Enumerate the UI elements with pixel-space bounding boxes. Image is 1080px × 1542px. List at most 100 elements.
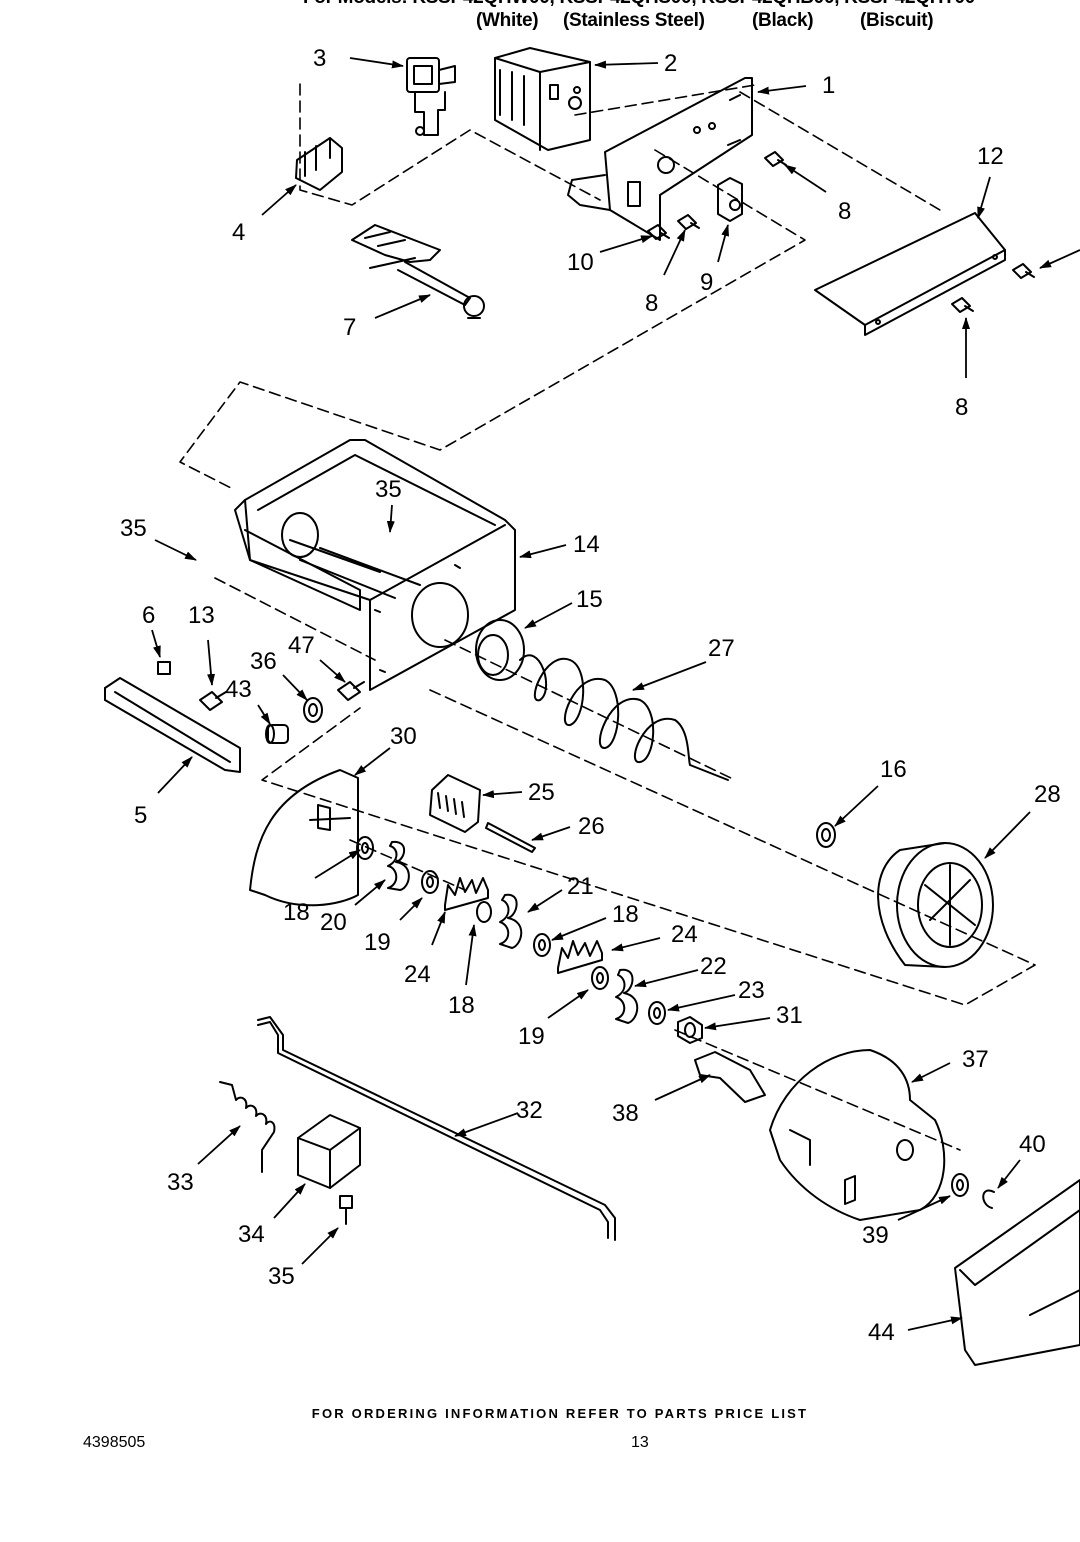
callout-33: 33 [167, 1169, 194, 1196]
cutter-block [429, 774, 481, 833]
callout-3: 3 [313, 45, 326, 72]
callout-18: 18 [612, 901, 639, 928]
valve-bracket [295, 137, 343, 191]
variant-stainless-steel: (Stainless Steel) [563, 10, 705, 31]
callout-23: 23 [738, 977, 765, 1004]
callout-35: 35 [375, 476, 402, 503]
callout-24: 24 [404, 961, 431, 988]
callout-8: 8 [645, 290, 658, 317]
screw [337, 681, 365, 701]
callout-36: 36 [250, 648, 277, 675]
callout-30: 30 [390, 723, 417, 750]
callout-32: 32 [516, 1097, 543, 1124]
washer [303, 697, 323, 723]
callout-8: 8 [838, 198, 851, 225]
callout-22: 22 [700, 953, 727, 980]
guide-rail [104, 677, 241, 773]
callout-12: 12 [977, 143, 1004, 170]
clip [717, 177, 743, 222]
models-line: For Models: KSSP42QHW00, KSSP42QHS00, KS… [303, 0, 975, 9]
callout-5: 5 [134, 802, 147, 829]
callout-9: 9 [700, 269, 713, 296]
spring-bracket [297, 1114, 361, 1189]
callout-31: 31 [776, 1002, 803, 1029]
ice-crusher-housing [769, 1049, 946, 1221]
blade [499, 893, 523, 949]
auger-bearing-ring [475, 619, 525, 681]
screw [199, 691, 227, 711]
nut [677, 1016, 703, 1044]
motor-mount-plate [567, 77, 753, 241]
assembly-dashed-lines [179, 83, 1036, 1151]
washer [648, 1001, 666, 1025]
callout-27: 27 [708, 635, 735, 662]
auger-drum [877, 842, 994, 968]
callout-24: 24 [671, 921, 698, 948]
callout-1: 1 [822, 72, 835, 99]
callout-10: 10 [567, 249, 594, 276]
ice-bin-front [954, 1179, 1080, 1366]
callout-37: 37 [962, 1046, 989, 1073]
callout-14: 14 [573, 531, 600, 558]
callout-labels: 3 2 1 12 8 4 10 8 9 7 8 35 35 14 15 6 13… [120, 45, 1061, 1346]
screw [647, 224, 670, 240]
variant-white: (White) [476, 10, 539, 31]
washer [421, 870, 439, 894]
callout-44: 44 [868, 1319, 895, 1346]
callout-19: 19 [364, 929, 391, 956]
callout-39: 39 [862, 1222, 889, 1249]
callout-35: 35 [268, 1263, 295, 1290]
screw [1012, 263, 1035, 279]
callout-13: 13 [188, 602, 215, 629]
variant-biscuit: (Biscuit) [860, 10, 934, 31]
callout-20: 20 [320, 909, 347, 936]
water-valve [406, 57, 456, 136]
callout-7: 7 [343, 314, 356, 341]
callout-6: 6 [142, 602, 155, 629]
callout-8: 8 [955, 394, 968, 421]
callout-4: 4 [232, 219, 245, 246]
callout-18: 18 [283, 899, 310, 926]
baffle-plate [249, 769, 359, 907]
actuator-rod [257, 1016, 616, 1241]
callout-43: 43 [225, 676, 252, 703]
screw [951, 297, 974, 313]
screw [339, 1195, 353, 1225]
callout-18: 18 [448, 992, 475, 1019]
callout-34: 34 [238, 1221, 265, 1248]
variant-black: (Black) [752, 10, 814, 31]
retaining-ring [982, 1189, 995, 1209]
callout-28: 28 [1034, 781, 1061, 808]
washer [816, 822, 836, 848]
cutter-shaft [485, 822, 536, 853]
small-block [157, 661, 171, 675]
callout-19: 19 [518, 1023, 545, 1050]
callout-35: 35 [120, 515, 147, 542]
blade-teeth [557, 940, 603, 974]
spacer [476, 901, 492, 923]
callout-16: 16 [880, 756, 907, 783]
callout-15: 15 [576, 586, 603, 613]
ordering-information-note: FOR ORDERING INFORMATION REFER TO PARTS … [311, 1406, 809, 1421]
blade [615, 968, 639, 1024]
callout-21: 21 [567, 873, 594, 900]
spacer [533, 933, 551, 957]
door-spring [219, 1081, 276, 1173]
callout-25: 25 [528, 779, 555, 806]
callout-26: 26 [578, 813, 605, 840]
screw [677, 214, 700, 230]
auger-spiral [519, 654, 729, 781]
callout-40: 40 [1019, 1131, 1046, 1158]
callout-38: 38 [612, 1100, 639, 1127]
page-number: 13 [631, 1434, 649, 1451]
spacer [356, 836, 374, 860]
washer [591, 966, 609, 990]
washer [951, 1173, 969, 1197]
thermistor-harness [351, 224, 485, 319]
auger-motor [494, 47, 591, 151]
screw [764, 151, 787, 167]
bushing [265, 724, 289, 744]
blade-teeth [444, 877, 489, 911]
callout-2: 2 [664, 50, 677, 77]
